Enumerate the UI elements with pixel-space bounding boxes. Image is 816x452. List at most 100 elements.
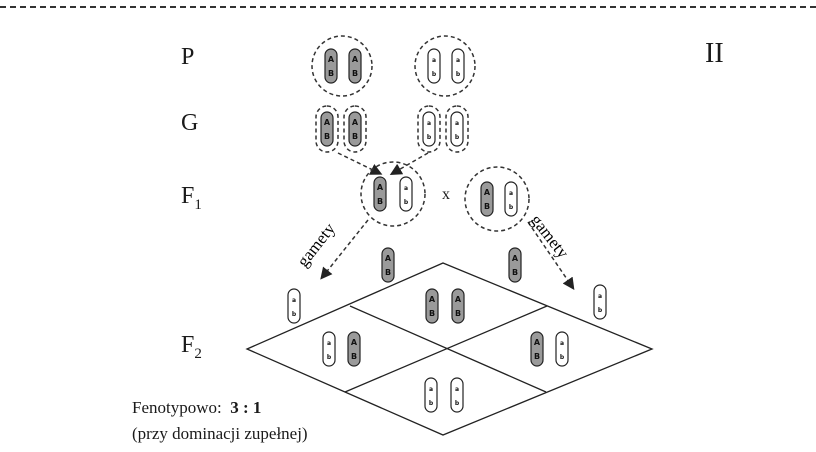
p-chromosome-3-body (427, 48, 441, 84)
f1-chromosome-2: ab (399, 176, 413, 212)
figure-number-label: II (705, 38, 724, 69)
gamete-chromosome-2-allele-top: A (512, 254, 519, 263)
f1-chromosome-3-body (480, 181, 494, 217)
g-chromosome-4: ab (450, 111, 464, 147)
f2-chromosome-3-body (322, 331, 336, 367)
punnett-grid-line-1 (349, 305, 547, 393)
f2-chromosome-2-allele-top: A (455, 295, 462, 304)
f2-chromosome-3-allele-bottom: b (327, 354, 332, 361)
gamete-chromosome-4-allele-bottom: b (598, 307, 603, 314)
g-chromosome-3-allele-top: a (427, 120, 431, 127)
gamete-chromosome-1-allele-top: A (385, 254, 392, 263)
g-chromosome-3: ab (422, 111, 436, 147)
p-chromosome-3-allele-top: a (432, 57, 436, 64)
generation-label-f1: F1 (181, 183, 202, 213)
gamete-chromosome-3-allele-top: a (292, 297, 296, 304)
g-chromosome-2-allele-bottom: B (352, 132, 358, 141)
gamete-chromosome-4-allele-top: a (598, 293, 602, 300)
g-chromosome-1: AB (320, 111, 334, 147)
punnett-grid-outline (245, 262, 654, 436)
p-chromosome-3-allele-bottom: b (432, 71, 437, 78)
p-chromosome-4-body (451, 48, 465, 84)
f1-chromosome-3: AB (480, 181, 494, 217)
gamete-chromosome-2-body (508, 247, 522, 283)
f2-chromosome-8-allele-bottom: b (455, 400, 460, 407)
f2-chromosome-3-allele-top: a (327, 340, 331, 347)
f1-chromosome-1-allele-top: A (377, 183, 384, 192)
gamete-chromosome-4-body (593, 284, 607, 320)
g-chromosome-2: AB (348, 111, 362, 147)
f1-chromosome-2-body (399, 176, 413, 212)
g-chromosome-4-body (450, 111, 464, 147)
f2-chromosome-7-allele-top: a (429, 386, 433, 393)
generation-label-p: P (181, 44, 195, 70)
f2-chromosome-4-allele-bottom: B (351, 352, 357, 361)
f2-chromosome-7: ab (424, 377, 438, 413)
arrow-g-to-f1-left (337, 152, 383, 175)
p-chromosome-4-allele-bottom: b (456, 71, 461, 78)
p-chromosome-2-allele-top: A (352, 55, 359, 64)
f2-chromosome-6-body (555, 331, 569, 367)
f2-chromosome-8-allele-top: a (455, 386, 459, 393)
parent-dominant-circle (311, 35, 373, 97)
f1-chromosome-1-body (373, 176, 387, 212)
top-dashed-divider (0, 6, 816, 8)
gamety-label-right: gamety (527, 211, 573, 263)
g-chromosome-3-body (422, 111, 436, 147)
g-chromosome-1-body (320, 111, 334, 147)
generation-label-f2: F2 (181, 332, 202, 362)
f2-chromosome-2-body (451, 288, 465, 324)
g-chromosome-3-allele-bottom: b (427, 134, 432, 141)
gamete-chromosome-3: ab (287, 288, 301, 324)
f2-chromosome-2-allele-bottom: B (455, 309, 461, 318)
f1-chromosome-2-allele-bottom: b (404, 199, 409, 206)
parent-recessive-circle (414, 35, 476, 97)
f1-chromosome-4-allele-bottom: b (509, 204, 514, 211)
f1-chromosome-4-body (504, 181, 518, 217)
gamete-oval-recessive-1 (417, 105, 441, 153)
f2-chromosome-8-body (450, 377, 464, 413)
f1-chromosome-4-allele-top: a (509, 190, 513, 197)
p-chromosome-3: ab (427, 48, 441, 84)
f2-chromosome-7-allele-bottom: b (429, 400, 434, 407)
g-chromosome-2-body (348, 111, 362, 147)
p-chromosome-2-allele-bottom: B (352, 69, 358, 78)
f2-chromosome-4-allele-top: A (351, 338, 358, 347)
f1-chromosome-2-allele-top: a (404, 185, 408, 192)
gamete-chromosome-3-allele-bottom: b (292, 311, 297, 318)
f2-chromosome-8: ab (450, 377, 464, 413)
gamete-chromosome-2: AB (508, 247, 522, 283)
gamete-chromosome-1-allele-bottom: B (385, 268, 391, 277)
g-chromosome-4-allele-bottom: b (455, 134, 460, 141)
arrow-gamety-left (320, 219, 369, 280)
f2-chromosome-6-allele-top: a (560, 340, 564, 347)
p-chromosome-1-allele-bottom: B (328, 69, 334, 78)
f2-chromosome-5-body (530, 331, 544, 367)
f2-chromosome-2: AB (451, 288, 465, 324)
arrow-gamety-right (527, 221, 575, 290)
f2-chromosome-4: AB (347, 331, 361, 367)
f2-chromosome-7-body (424, 377, 438, 413)
punnett-grid-line-2 (344, 305, 548, 393)
chromosome-group: ABABababABABababABabABabABABababABABabAB… (287, 48, 607, 413)
f2-chromosome-5-allele-bottom: B (534, 352, 540, 361)
f2-chromosome-4-body (347, 331, 361, 367)
f2-chromosome-1-allele-top: A (429, 295, 436, 304)
gamety-label-left: gamety (293, 219, 339, 271)
g-chromosome-4-allele-top: a (455, 120, 459, 127)
f1-chromosome-4: ab (504, 181, 518, 217)
phenotype-line: Fenotypowo: 3 : 1 (132, 398, 261, 418)
p-chromosome-4: ab (451, 48, 465, 84)
g-chromosome-1-allele-bottom: B (324, 132, 330, 141)
gamete-oval-recessive-2 (445, 105, 469, 153)
f2-chromosome-6-allele-bottom: b (560, 354, 565, 361)
g-chromosome-1-allele-top: A (324, 118, 331, 127)
p-chromosome-2: AB (348, 48, 362, 84)
f2-chromosome-1-allele-bottom: B (429, 309, 435, 318)
gamete-oval-dominant-2 (343, 105, 367, 153)
f2-chromosome-1-body (425, 288, 439, 324)
g-chromosome-2-allele-top: A (352, 118, 359, 127)
phenotype-label: Fenotypowo: (132, 398, 222, 417)
f2-chromosome-6: ab (555, 331, 569, 367)
